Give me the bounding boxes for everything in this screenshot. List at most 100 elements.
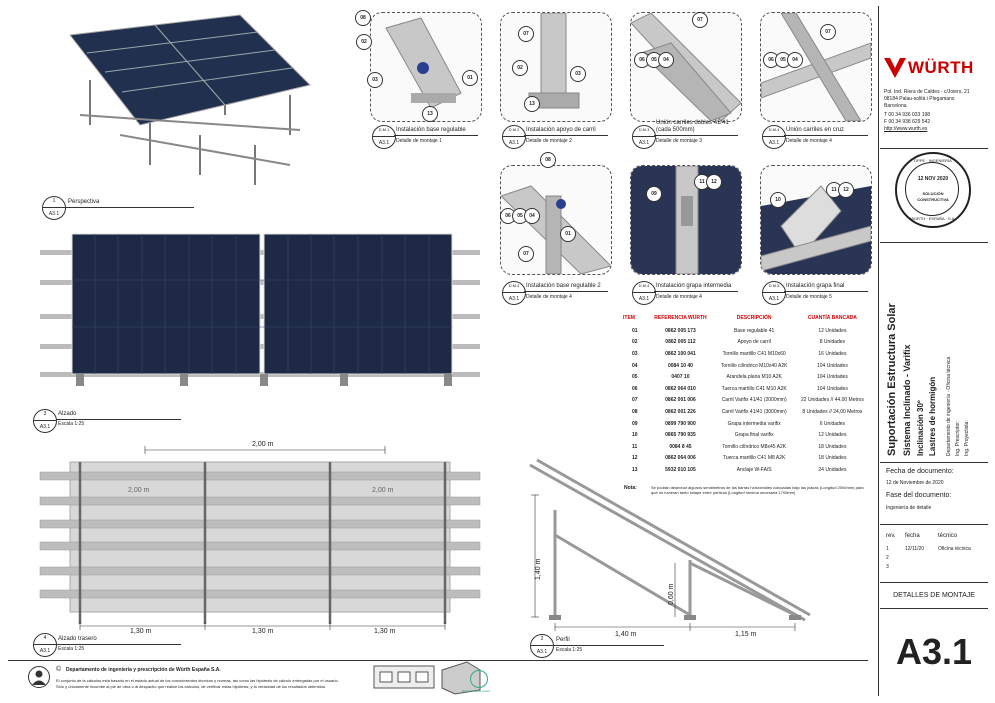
bom-col-ref: REFERENCIA WÜRTH xyxy=(654,315,707,321)
brand-address-3: Barcelona xyxy=(884,103,907,109)
tb-divider xyxy=(880,148,988,149)
bom-cell-qty: 22 Unidades // 44,00 Metros xyxy=(801,397,864,404)
rev-3-num: 3 xyxy=(886,564,889,570)
bom-cell-qty: 18 Unidades xyxy=(818,455,847,462)
fase-value: Ingeniería de detalle xyxy=(886,505,932,511)
detail-title: Instalación base regulable xyxy=(396,127,466,133)
sheet-number: A3.1 xyxy=(895,631,973,672)
brand-tel: T 00 34 936 033 198 xyxy=(884,112,931,118)
detail-underline xyxy=(654,135,738,136)
detail-title: Instalación apoyo de carril xyxy=(526,127,596,133)
tag: 08 xyxy=(540,152,556,168)
view-underline xyxy=(56,419,181,420)
view-scale-alzado-trasero: Escala 1:25 xyxy=(58,646,85,652)
bom-cell-qty: 24 Unidades xyxy=(818,466,847,473)
tb-divider xyxy=(880,582,988,583)
bom-cell-ref: 0862 005 173 xyxy=(665,327,696,334)
view-underline xyxy=(554,645,664,646)
bom-cell-ref: 0407 10 xyxy=(671,374,690,381)
detail-subtitle: Detalle de montaje 3 xyxy=(656,138,702,144)
footer-disclaimer-2: Sólo y únicamente incumbe al pie de obra… xyxy=(56,684,327,689)
rear-elevation-drawing xyxy=(39,446,481,630)
stamp-bottom: WÜRTH · ESPAÑA · S.A. xyxy=(910,216,956,221)
front-elevation-drawing xyxy=(40,233,480,386)
bom-cell-ref: 0862 005 112 xyxy=(665,339,696,346)
fase-label: Fase del documento: xyxy=(886,492,952,499)
tag: 02 xyxy=(512,60,528,76)
tag: 04 xyxy=(787,52,803,68)
bom-cell-desc: Anclaje W-FA/S xyxy=(736,466,772,473)
view-title-perspectiva: Perspectiva xyxy=(68,199,100,205)
view-scale-perfil: Escala 1:25 xyxy=(556,647,583,653)
award-badge-icon xyxy=(470,670,488,688)
bom-cell-desc: Tornillo cilíndrico M10x40 A2K xyxy=(720,362,788,369)
tag: 01 xyxy=(560,226,576,242)
detail-image-6 xyxy=(630,165,742,275)
bom-table: ITEM REFERENCIA WÜRTH DESCRIPCIÓN CUANTÍ… xyxy=(622,311,870,476)
bom-cell-ref: 0862 001 226 xyxy=(665,408,696,415)
perspective-drawing xyxy=(69,14,311,185)
bom-header-row: ITEM REFERENCIA WÜRTH DESCRIPCIÓN CUANTÍ… xyxy=(622,311,870,325)
view-title-alzado: Alzado xyxy=(58,411,77,417)
bom-cell-item: 12 xyxy=(632,455,638,462)
bom-cell-qty: 8 Unidades xyxy=(819,339,846,346)
wurth-logo-icon xyxy=(884,58,906,78)
brand-address-1: Pol. Ind. Riera de Caldes - c/Joiers, 21 xyxy=(884,89,970,95)
bom-cell-ref: 0862 064 010 xyxy=(665,385,696,392)
panel-array-left xyxy=(71,233,261,375)
detail-title: Instalación base regulable 2 xyxy=(526,283,601,289)
footer-disclaimer-1: El conjunto de la cálculos está basado e… xyxy=(56,678,339,683)
bom-cell-ref: 0862 064 006 xyxy=(665,455,696,462)
tag: 03 xyxy=(570,66,586,82)
bom-col-desc: DESCRIPCIÓN xyxy=(736,315,772,321)
tag: 10 xyxy=(770,192,786,208)
detail-underline xyxy=(654,291,738,292)
view-underline xyxy=(56,644,181,645)
detail-subtitle: Detalle de montaje 1 xyxy=(396,138,442,144)
dim-base-1: 1,40 m xyxy=(615,631,637,638)
rev-2-num: 2 xyxy=(886,555,889,561)
bom-cell-qty: 6 Unidades xyxy=(819,420,846,427)
bom-cell-desc: Grapa intermedia varifix xyxy=(727,420,781,427)
bom-note-text: Se podrán desechar algunos sendimetros d… xyxy=(651,485,864,495)
bom-cell-ref: 0084 8 45 xyxy=(669,443,692,450)
titleblock-frame xyxy=(878,6,989,696)
brand-address-2: 08184 Palau-solità i Plegamans xyxy=(884,96,955,102)
bom-cell-desc: Arandela plana M10 A2K xyxy=(726,374,782,381)
tag: 03 xyxy=(367,72,383,88)
stamp-line-1: SOLUCIÓN xyxy=(922,191,944,196)
project-line-3: Inclinación 30º xyxy=(916,400,925,456)
brand-web[interactable]: http://www.wurth.es xyxy=(884,126,928,132)
bom-note-label: Nota: xyxy=(624,485,637,491)
tag: 07 xyxy=(692,12,708,28)
rev-1-num: 1 xyxy=(886,546,889,552)
bom-cell-item: 10 xyxy=(632,432,638,439)
bom-cell-qty: 18 Unidades xyxy=(818,443,847,450)
tag: 13 xyxy=(422,106,438,122)
project-line-2: Sistema Inclinado - Varifix xyxy=(902,344,912,456)
engineer-icon xyxy=(28,666,50,688)
detail-subtitle: Detalle de montaje 5 xyxy=(786,294,832,300)
bom-cell-item: 13 xyxy=(632,466,638,473)
brand-fax: F 00 34 938 629 542 xyxy=(884,119,931,125)
tag: 07 xyxy=(518,246,534,262)
project-title: Suportación Estructura Solar xyxy=(886,303,898,456)
award-badge-text: Würth Product Award xyxy=(462,689,491,693)
copyright-icon: © xyxy=(56,666,62,673)
detail-title: Instalación grapa final xyxy=(786,283,845,289)
